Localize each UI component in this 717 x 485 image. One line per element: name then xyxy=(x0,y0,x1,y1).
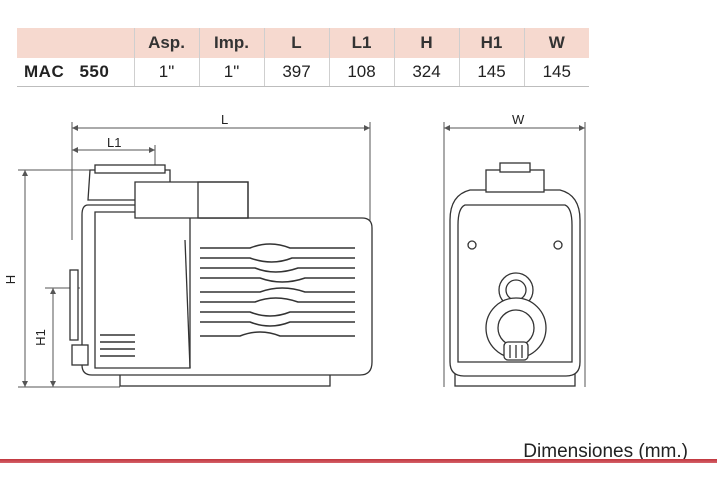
dimension-label-h1: H1 xyxy=(32,329,48,346)
cell-w: 145 xyxy=(523,58,589,87)
dimension-label-h: H xyxy=(3,274,19,285)
header-asp: Asp. xyxy=(133,28,199,58)
pump-side-view xyxy=(69,164,373,387)
dimensions-caption: Dimensiones (mm.) xyxy=(523,441,688,462)
pump-front-view xyxy=(449,162,581,387)
pump-technical-drawing xyxy=(18,122,586,388)
dimension-label-l1: L1 xyxy=(107,135,122,150)
cell-l1: 108 xyxy=(328,58,394,87)
header-h: H xyxy=(393,28,459,58)
table-row: MAC 550 1" 1" 397 108 324 145 145 xyxy=(17,58,589,87)
cell-l: 397 xyxy=(263,58,329,87)
dimension-label-w: W xyxy=(512,112,525,127)
cell-h: 324 xyxy=(393,58,459,87)
table-header-row: Asp. Imp. L L1 H H1 W xyxy=(17,28,589,58)
header-l: L xyxy=(263,28,329,58)
header-w: W xyxy=(523,28,589,58)
header-l1: L1 xyxy=(328,28,394,58)
side-view-grille xyxy=(100,334,135,357)
header-imp: Imp. xyxy=(198,28,264,58)
motor-cooling-fins xyxy=(200,243,355,337)
dimension-label-l: L xyxy=(221,112,229,127)
header-blank xyxy=(17,28,134,58)
cell-model: MAC 550 xyxy=(17,58,134,87)
accent-bar xyxy=(0,459,717,463)
header-h1: H1 xyxy=(458,28,524,58)
cell-h1: 145 xyxy=(458,58,524,87)
dimensions-table: Asp. Imp. L L1 H H1 W MAC 550 1" 1" 397 … xyxy=(17,28,589,87)
cell-asp: 1" xyxy=(133,58,199,87)
cell-imp: 1" xyxy=(198,58,264,87)
